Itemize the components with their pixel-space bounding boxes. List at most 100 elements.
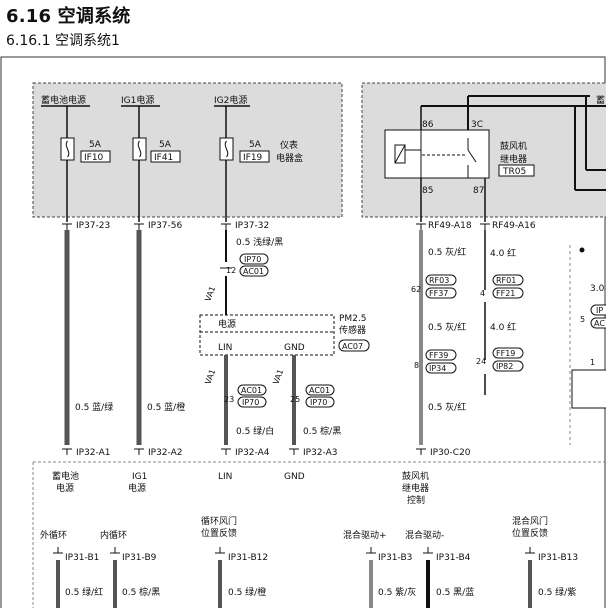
- svg-text:RF03: RF03: [429, 276, 449, 285]
- svg-text:IP31-B3: IP31-B3: [378, 553, 412, 563]
- svg-text:IP31-B4: IP31-B4: [436, 553, 471, 563]
- page-subtitle: 6.16.1 空调系统1: [6, 33, 120, 49]
- svg-text:IP32-A2: IP32-A2: [148, 448, 182, 458]
- svg-text:IP31-B12: IP31-B12: [228, 553, 268, 563]
- svg-text:0.5 紫/灰: 0.5 紫/灰: [378, 586, 416, 598]
- svg-text:FF39: FF39: [429, 351, 448, 360]
- out-lin: LIN: [218, 472, 232, 482]
- out-blower-1: 鼓风机: [402, 470, 429, 482]
- page-title: 6.16 空调系统: [6, 6, 131, 27]
- svg-text:24: 24: [476, 357, 486, 366]
- fuse-if10: 5A IF10: [60, 137, 111, 163]
- svg-text:0.5 灰/红: 0.5 灰/红: [428, 246, 466, 258]
- svg-text:5A: 5A: [89, 140, 102, 150]
- wire-label-blue-green: 0.5 蓝/绿: [75, 401, 113, 413]
- svg-text:87: 87: [473, 186, 484, 196]
- svg-text:12: 12: [226, 266, 236, 275]
- pm25-sensor: 电源 LIN GND PM2.5 传感器 AC07: [199, 314, 370, 356]
- svg-text:IP34: IP34: [429, 364, 446, 373]
- src-ig2-label: IG2电源: [214, 94, 247, 106]
- svg-text:AC07: AC07: [342, 342, 363, 351]
- svg-text:25: 25: [290, 395, 300, 404]
- out-battery-1: 蓄电池: [52, 470, 79, 482]
- bottom-pin-row: IP31-B1 IP31-B9 IP31-B12 IP31-B3 IP31-B4…: [53, 547, 578, 563]
- svg-text:IP31-B1: IP31-B1: [65, 553, 99, 563]
- svg-text:IF10: IF10: [84, 153, 104, 163]
- svg-text:62: 62: [411, 285, 421, 294]
- out-battery-2: 电源: [56, 482, 74, 494]
- svg-text:FF19: FF19: [496, 349, 515, 358]
- svg-text:IF41: IF41: [154, 153, 173, 163]
- svg-text:23: 23: [224, 395, 234, 404]
- svg-text:86: 86: [422, 120, 434, 130]
- svg-text:0.5 灰/红: 0.5 灰/红: [428, 401, 466, 413]
- svg-text:4: 4: [480, 289, 485, 298]
- svg-text:电源: 电源: [218, 318, 236, 330]
- svg-text:IP32-A4: IP32-A4: [235, 448, 270, 458]
- svg-text:0.5 绿/橙: 0.5 绿/橙: [228, 586, 266, 598]
- src-battery-label: 蓄电池电源: [41, 94, 86, 106]
- svg-text:8: 8: [414, 361, 419, 370]
- diagram-frame: [0, 56, 606, 608]
- svg-text:0.5 棕/黑: 0.5 棕/黑: [122, 586, 160, 598]
- out-ig1-1: IG1: [132, 472, 147, 482]
- svg-text:IP70: IP70: [244, 255, 261, 264]
- svg-text:0.5 灰/红: 0.5 灰/红: [428, 321, 466, 333]
- svg-text:IP32-A3: IP32-A3: [303, 448, 337, 458]
- svg-text:FF37: FF37: [429, 289, 448, 298]
- box-pin-row: IP37-23 IP37-56 IP37-32 RF49-A18 RF49-A1…: [62, 221, 536, 231]
- svg-text:VA1: VA1: [203, 368, 217, 386]
- svg-text:鼓风机: 鼓风机: [500, 140, 527, 152]
- box-label-1: 仪表: [280, 139, 298, 151]
- svg-text:AC01: AC01: [309, 386, 330, 395]
- label-mix-minus: 混合驱动-: [405, 529, 444, 541]
- svg-text:IP37-56: IP37-56: [148, 221, 183, 231]
- box-label-2: 电器盒: [276, 152, 303, 164]
- svg-text:IF19: IF19: [243, 153, 263, 163]
- svg-text:85: 85: [422, 186, 433, 196]
- svg-text:4.0 红: 4.0 红: [490, 321, 516, 333]
- svg-text:VA1: VA1: [203, 285, 217, 303]
- svg-text:AC01: AC01: [243, 267, 264, 276]
- svg-text:5A: 5A: [249, 140, 262, 150]
- svg-text:IP70: IP70: [310, 398, 327, 407]
- svg-text:继电器: 继电器: [500, 153, 527, 165]
- label-mixdoor-2: 位置反馈: [512, 527, 548, 539]
- svg-text:IP37-32: IP37-32: [235, 221, 269, 231]
- svg-text:GND: GND: [284, 343, 305, 353]
- svg-text:IP31-B9: IP31-B9: [122, 553, 157, 563]
- label-mix-plus: 混合驱动+: [343, 529, 387, 541]
- label-mixdoor-1: 混合风门: [512, 515, 548, 527]
- svg-text:1: 1: [590, 358, 595, 367]
- svg-text:TR05: TR05: [502, 167, 526, 177]
- out-ig1-2: 电源: [128, 482, 146, 494]
- svg-text:IP30-C20: IP30-C20: [430, 448, 471, 458]
- relay-tr05: 86 3C 鼓风机 继电器 TR05 85 87: [384, 95, 606, 222]
- label-outer-circ: 外循环: [40, 529, 67, 541]
- svg-text:IP82: IP82: [496, 362, 513, 371]
- svg-text:RF01: RF01: [496, 276, 516, 285]
- wire-label-lightgreen-black: 0.5 浅绿/黑: [236, 236, 283, 248]
- label-recirc-1: 循环风门: [201, 515, 237, 527]
- out-blower-3: 控制: [407, 494, 425, 506]
- src-ig1-label: IG1电源: [121, 94, 154, 106]
- svg-text:3.0: 3.0: [590, 284, 605, 294]
- svg-text:IP70: IP70: [242, 398, 259, 407]
- svg-text:IP31-B13: IP31-B13: [538, 553, 578, 563]
- out-blower-2: 继电器: [402, 482, 429, 494]
- svg-text:RF49-A18: RF49-A18: [428, 221, 472, 231]
- svg-text:0.5 绿/紫: 0.5 绿/紫: [538, 586, 576, 598]
- svg-text:AC01: AC01: [241, 386, 262, 395]
- svg-text:LIN: LIN: [218, 343, 232, 353]
- label-inner-circ: 内循环: [100, 529, 127, 541]
- wire-label-brown-black: 0.5 棕/黑: [303, 425, 341, 437]
- svg-text:5: 5: [580, 315, 585, 324]
- src-right-partial: 蓄: [596, 94, 605, 106]
- svg-text:4.0 红: 4.0 红: [490, 247, 516, 259]
- svg-text:IP32-A1: IP32-A1: [76, 448, 110, 458]
- svg-text:5A: 5A: [159, 140, 172, 150]
- svg-text:RF49-A16: RF49-A16: [492, 221, 536, 231]
- out-gnd: GND: [284, 472, 305, 482]
- svg-text:FF21: FF21: [496, 289, 515, 298]
